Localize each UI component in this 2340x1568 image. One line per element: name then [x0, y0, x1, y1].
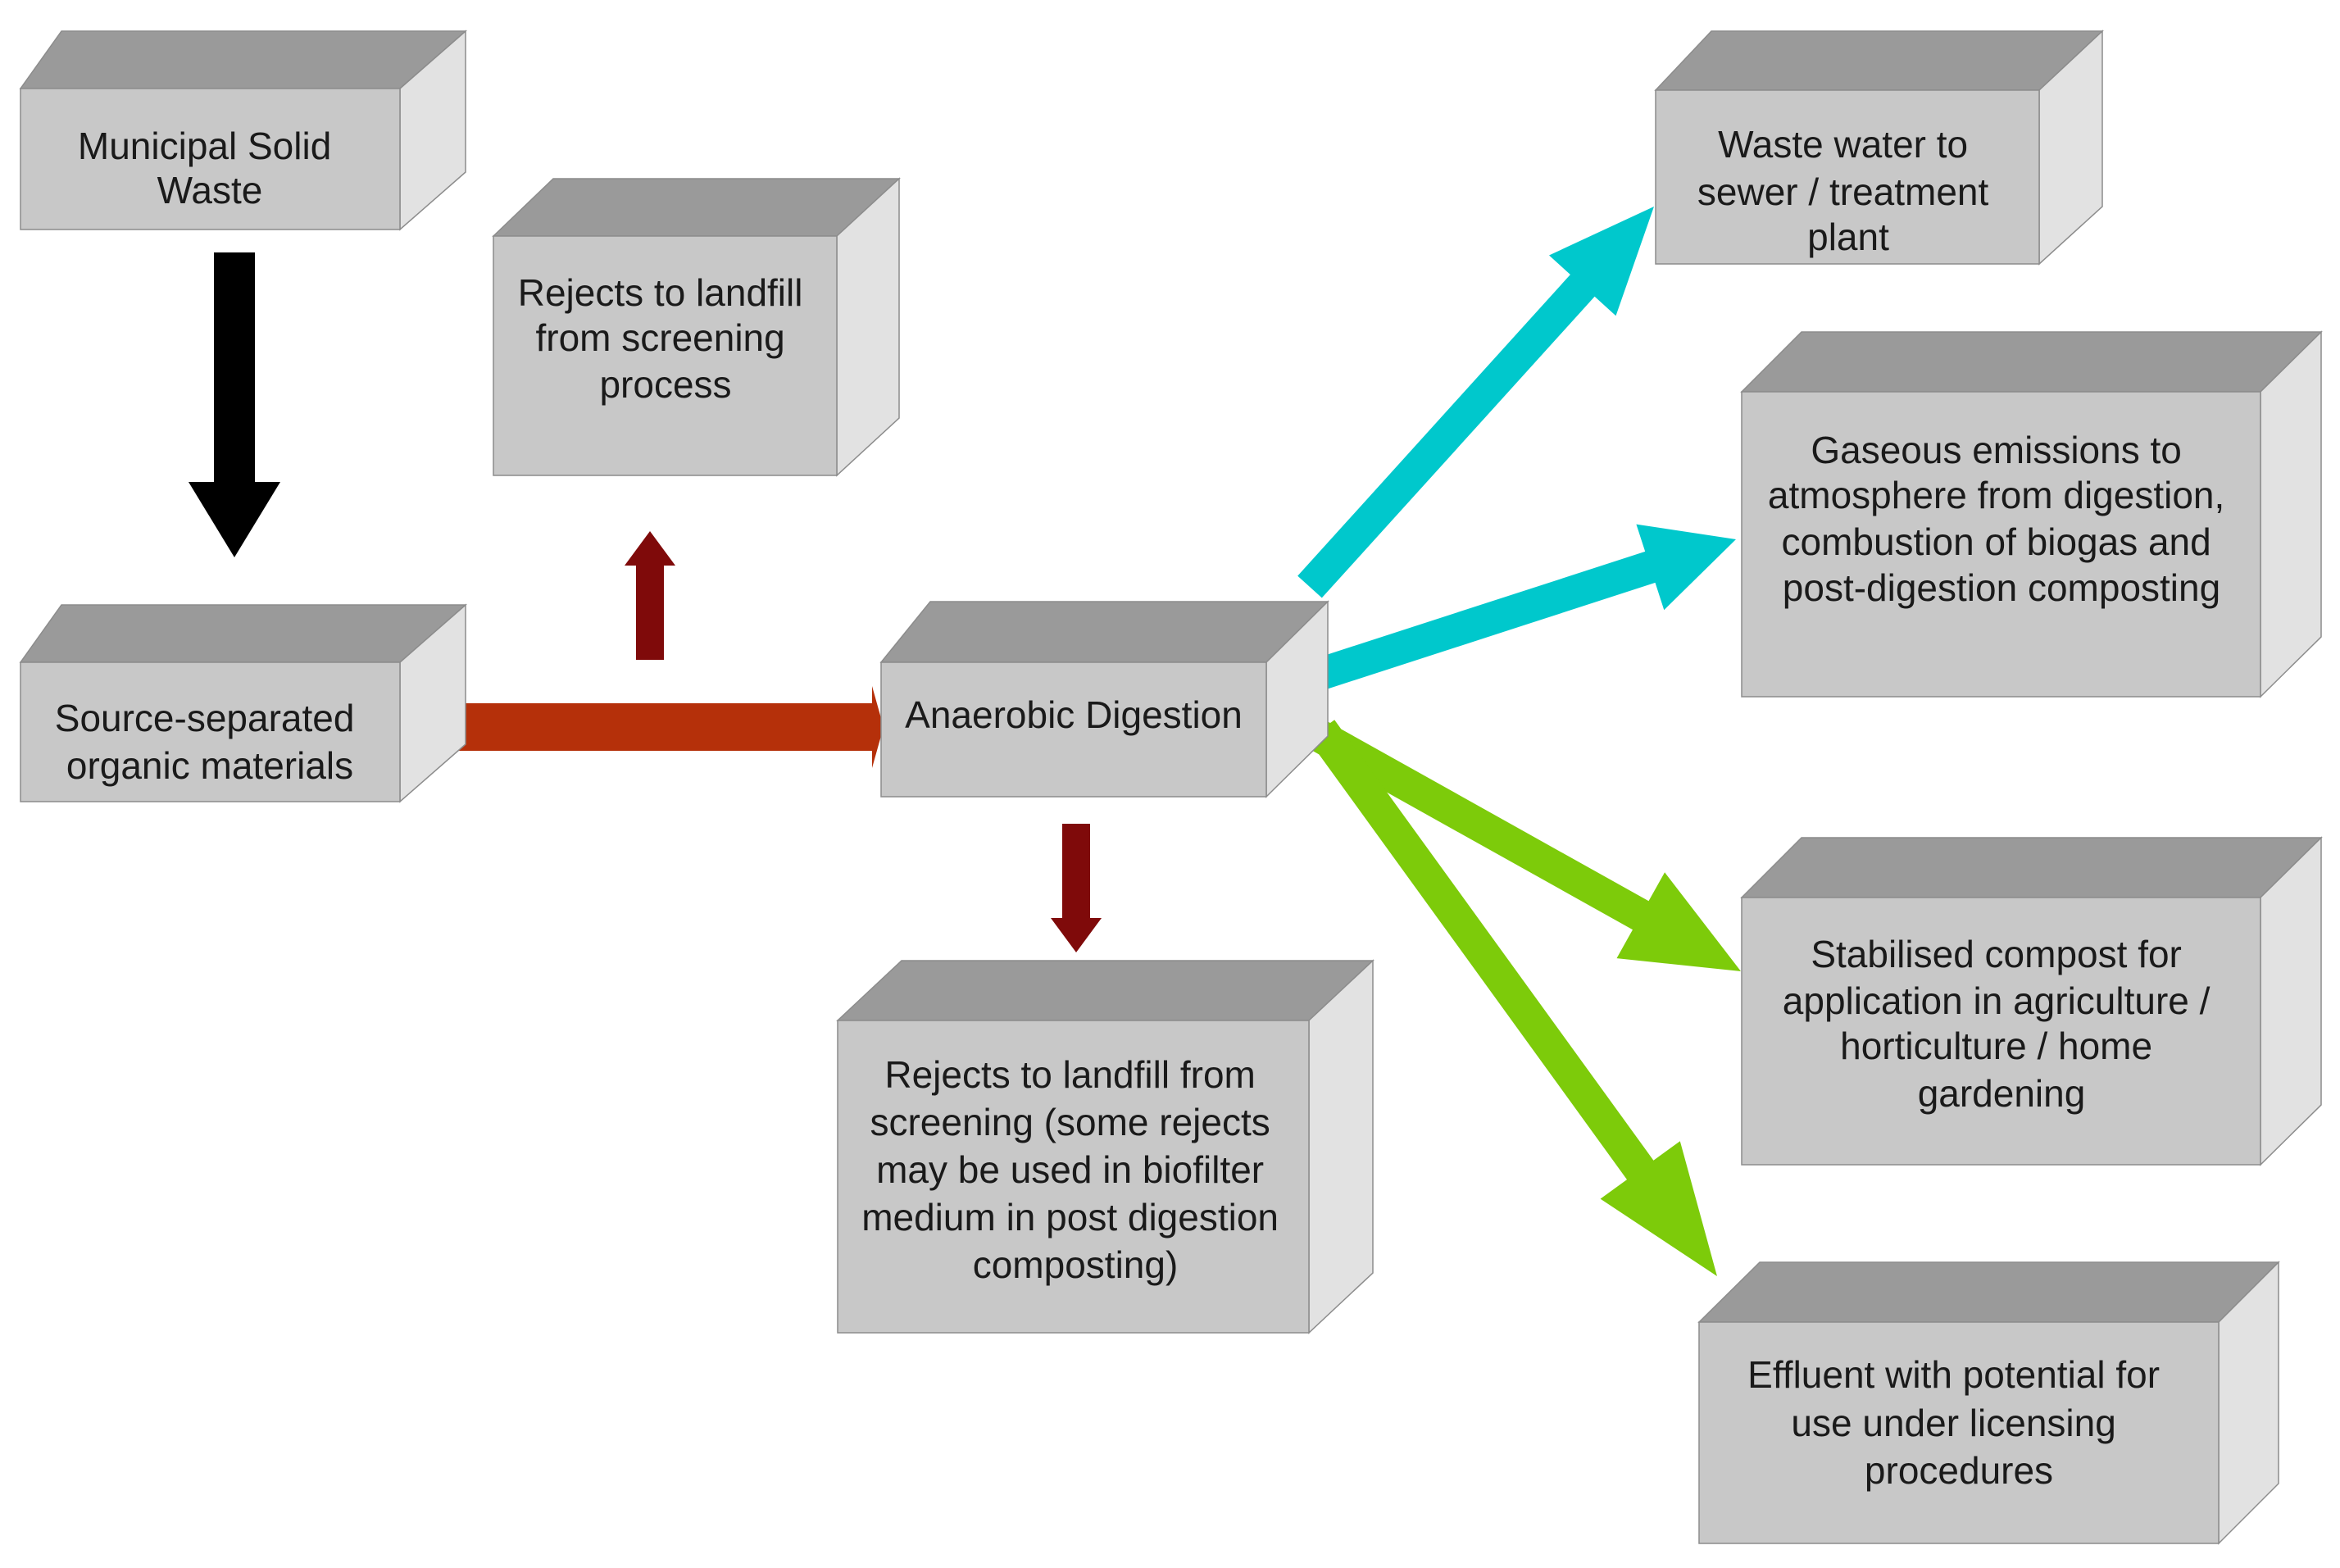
- box-top-face: [19, 604, 467, 663]
- arrow-source-to-digestion: [449, 686, 884, 768]
- label-line: gardening: [1918, 1072, 2086, 1115]
- box-label: Stabilised compost for application in ag…: [1783, 933, 2220, 1115]
- arrow-msw-to-source-separated: [189, 252, 280, 557]
- label-line: sewer / treatment: [1697, 170, 1989, 213]
- box-top-face: [1654, 30, 2104, 91]
- label-line: Anaerobic Digestion: [905, 693, 1243, 736]
- label-line: combustion of biogas and: [1781, 520, 2211, 563]
- label-line: Municipal Solid: [78, 125, 331, 167]
- box-top-face: [492, 178, 901, 237]
- box-front-face: [493, 235, 838, 476]
- label-line: Rejects to landfill from: [884, 1053, 1256, 1096]
- box-front-face: [1741, 391, 2261, 698]
- label-line: Rejects to landfill: [518, 271, 803, 314]
- box-municipal-solid-waste: Municipal Solid Waste: [19, 30, 467, 231]
- box-front-face: [880, 661, 1267, 798]
- label-line: atmosphere from digestion,: [1768, 474, 2224, 516]
- label-line: Waste: [157, 169, 263, 211]
- box-anaerobic-digestion: Anaerobic Digestion: [879, 600, 1329, 798]
- box-label: Effluent with potential for use under li…: [1747, 1353, 2170, 1492]
- label-line: screening (some rejects: [870, 1101, 1270, 1143]
- box-label: Rejects to landfill from screening proce…: [518, 271, 814, 406]
- box-front-face: [1741, 897, 2261, 1166]
- box-top-face: [1740, 331, 2323, 393]
- label-line: from screening: [535, 316, 784, 359]
- box-rejects-landfill-screening: Rejects to landfill from screening proce…: [492, 177, 901, 477]
- box-top-face: [1740, 837, 2323, 898]
- arrows-layer: [189, 207, 1741, 1276]
- label-line: horticulture / home: [1840, 1025, 2152, 1067]
- box-gaseous-emissions: Gaseous emissions to atmosphere from dig…: [1740, 330, 2323, 698]
- label-line: Gaseous emissions to: [1811, 429, 2182, 471]
- box-side-face: [2260, 330, 2322, 698]
- arrow-down-to-rejects-post: [1051, 824, 1102, 952]
- box-front-face: [837, 1020, 1310, 1334]
- box-top-face: [836, 960, 1374, 1021]
- box-top-face: [879, 601, 1329, 663]
- boxes-layer: Municipal Solid Waste Rejects to landfil…: [19, 30, 2323, 1545]
- arrow-up-to-rejects-screening: [625, 531, 675, 660]
- label-line: process: [599, 363, 731, 406]
- arrow-to-gaseous-emissions: [1315, 524, 1736, 689]
- arrow-to-waste-water: [1297, 207, 1654, 598]
- box-source-separated-organic: Source-separated organic materials: [19, 603, 467, 803]
- box-front-face: [1655, 89, 2040, 265]
- label-line: post-digestion composting: [1783, 566, 2220, 609]
- label-line: procedures: [1865, 1449, 2053, 1492]
- label-line: Waste water to: [1718, 123, 1968, 166]
- label-line: Effluent with potential for: [1747, 1353, 2160, 1396]
- box-top-face: [1697, 1261, 2280, 1323]
- box-label: Waste water to sewer / treatment plant: [1697, 123, 1999, 258]
- box-stabilised-compost: Stabilised compost for application in ag…: [1740, 836, 2323, 1166]
- label-line: organic materials: [66, 744, 353, 787]
- label-line: medium in post digestion: [861, 1196, 1279, 1238]
- label-line: application in agriculture /: [1783, 979, 2211, 1022]
- label-line: Stabilised compost for: [1811, 933, 2182, 975]
- box-rejects-landfill-post-digestion: Rejects to landfill from screening (some…: [836, 959, 1374, 1334]
- label-line: composting): [973, 1243, 1179, 1286]
- box-front-face: [1698, 1321, 2220, 1544]
- box-effluent: Effluent with potential for use under li…: [1697, 1261, 2280, 1545]
- label-line: use under licensing: [1791, 1402, 2115, 1444]
- box-side-face: [1308, 959, 1374, 1334]
- box-label: Source-separated organic materials: [55, 697, 365, 787]
- box-top-face: [19, 30, 467, 89]
- label-line: plant: [1807, 216, 1889, 258]
- box-front-face: [20, 661, 401, 802]
- box-label: Gaseous emissions to atmosphere from dig…: [1768, 429, 2235, 609]
- box-label: Anaerobic Digestion: [905, 693, 1243, 736]
- arrow-to-effluent: [1307, 720, 1717, 1276]
- box-label: Rejects to landfill from screening (some…: [861, 1053, 1289, 1286]
- arrow-to-stabilised-compost: [1307, 719, 1741, 971]
- label-line: Source-separated: [55, 697, 355, 739]
- label-line: may be used in biofilter: [876, 1148, 1264, 1191]
- box-waste-water: Waste water to sewer / treatment plant: [1654, 30, 2104, 266]
- box-front-face: [20, 88, 401, 230]
- box-label: Municipal Solid Waste: [78, 125, 342, 211]
